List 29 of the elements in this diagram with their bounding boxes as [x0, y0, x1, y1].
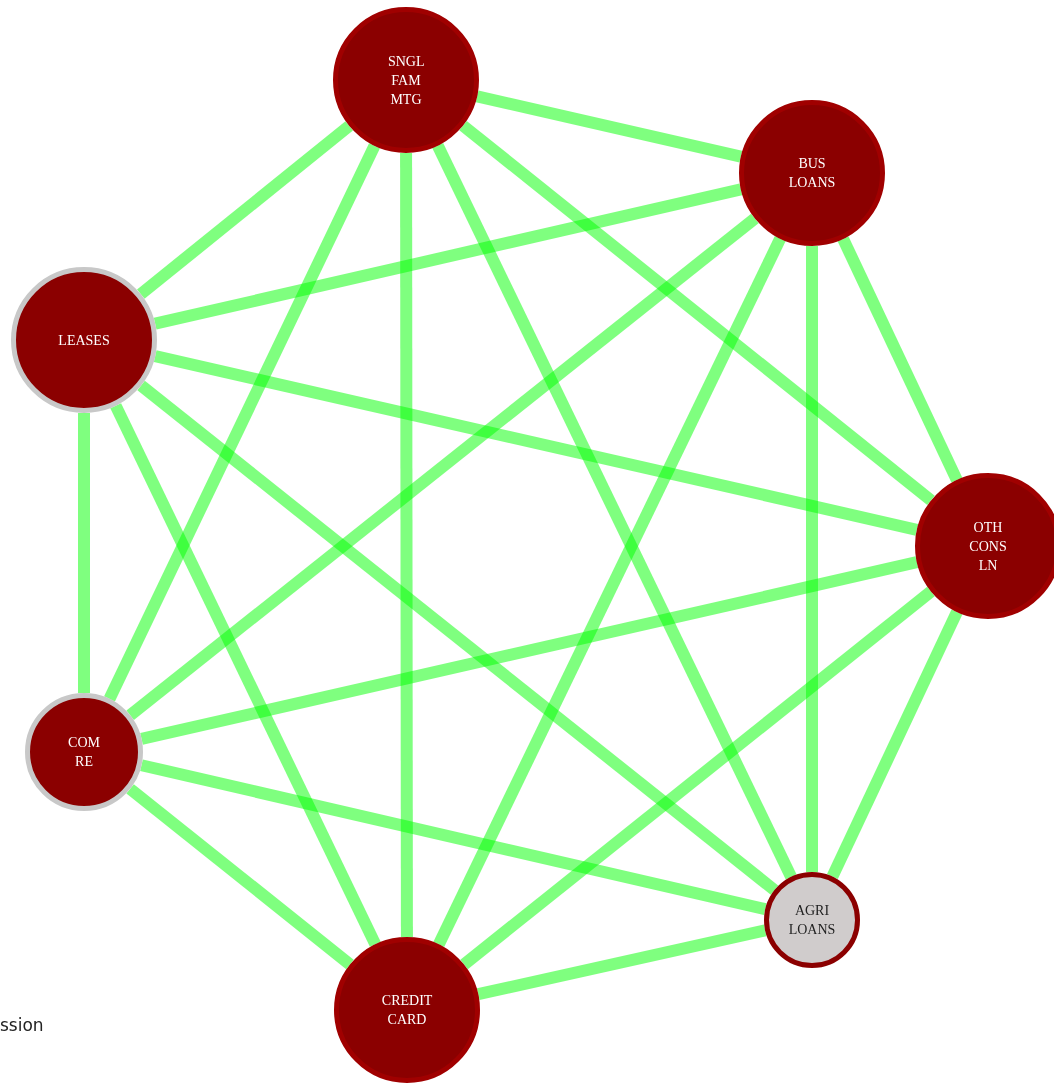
connector-line	[110, 403, 381, 947]
connector-line	[433, 236, 786, 947]
connector-line	[476, 924, 767, 1000]
connector-line	[460, 586, 935, 970]
connector-line	[459, 120, 935, 506]
connector-line	[126, 784, 354, 970]
connector-line	[137, 121, 353, 299]
connector-line	[126, 213, 759, 720]
node-label: BUS LOANS	[788, 155, 836, 192]
connector-line	[153, 350, 919, 536]
note-text: ssion	[0, 1015, 44, 1035]
node-label: SNGL FAM MTG	[387, 52, 424, 109]
connector-line	[837, 236, 963, 483]
node-label: OTH CONS LN	[969, 518, 1007, 575]
connector-line	[78, 413, 90, 693]
connector-line	[153, 183, 743, 330]
node-label: CREDIT CARD	[381, 992, 433, 1029]
connector-line	[400, 153, 413, 937]
node-label: LEASES	[58, 331, 110, 350]
connector-line	[827, 609, 963, 880]
connector-line	[140, 759, 767, 916]
connector-line	[140, 556, 919, 745]
connector-line	[475, 90, 743, 163]
connector-line	[137, 380, 779, 895]
connector-line	[104, 143, 380, 702]
connector-line	[432, 143, 797, 880]
node-label: AGRI LOANS	[788, 902, 836, 939]
connector-line	[806, 246, 818, 872]
node-label: COM RE	[68, 734, 100, 771]
